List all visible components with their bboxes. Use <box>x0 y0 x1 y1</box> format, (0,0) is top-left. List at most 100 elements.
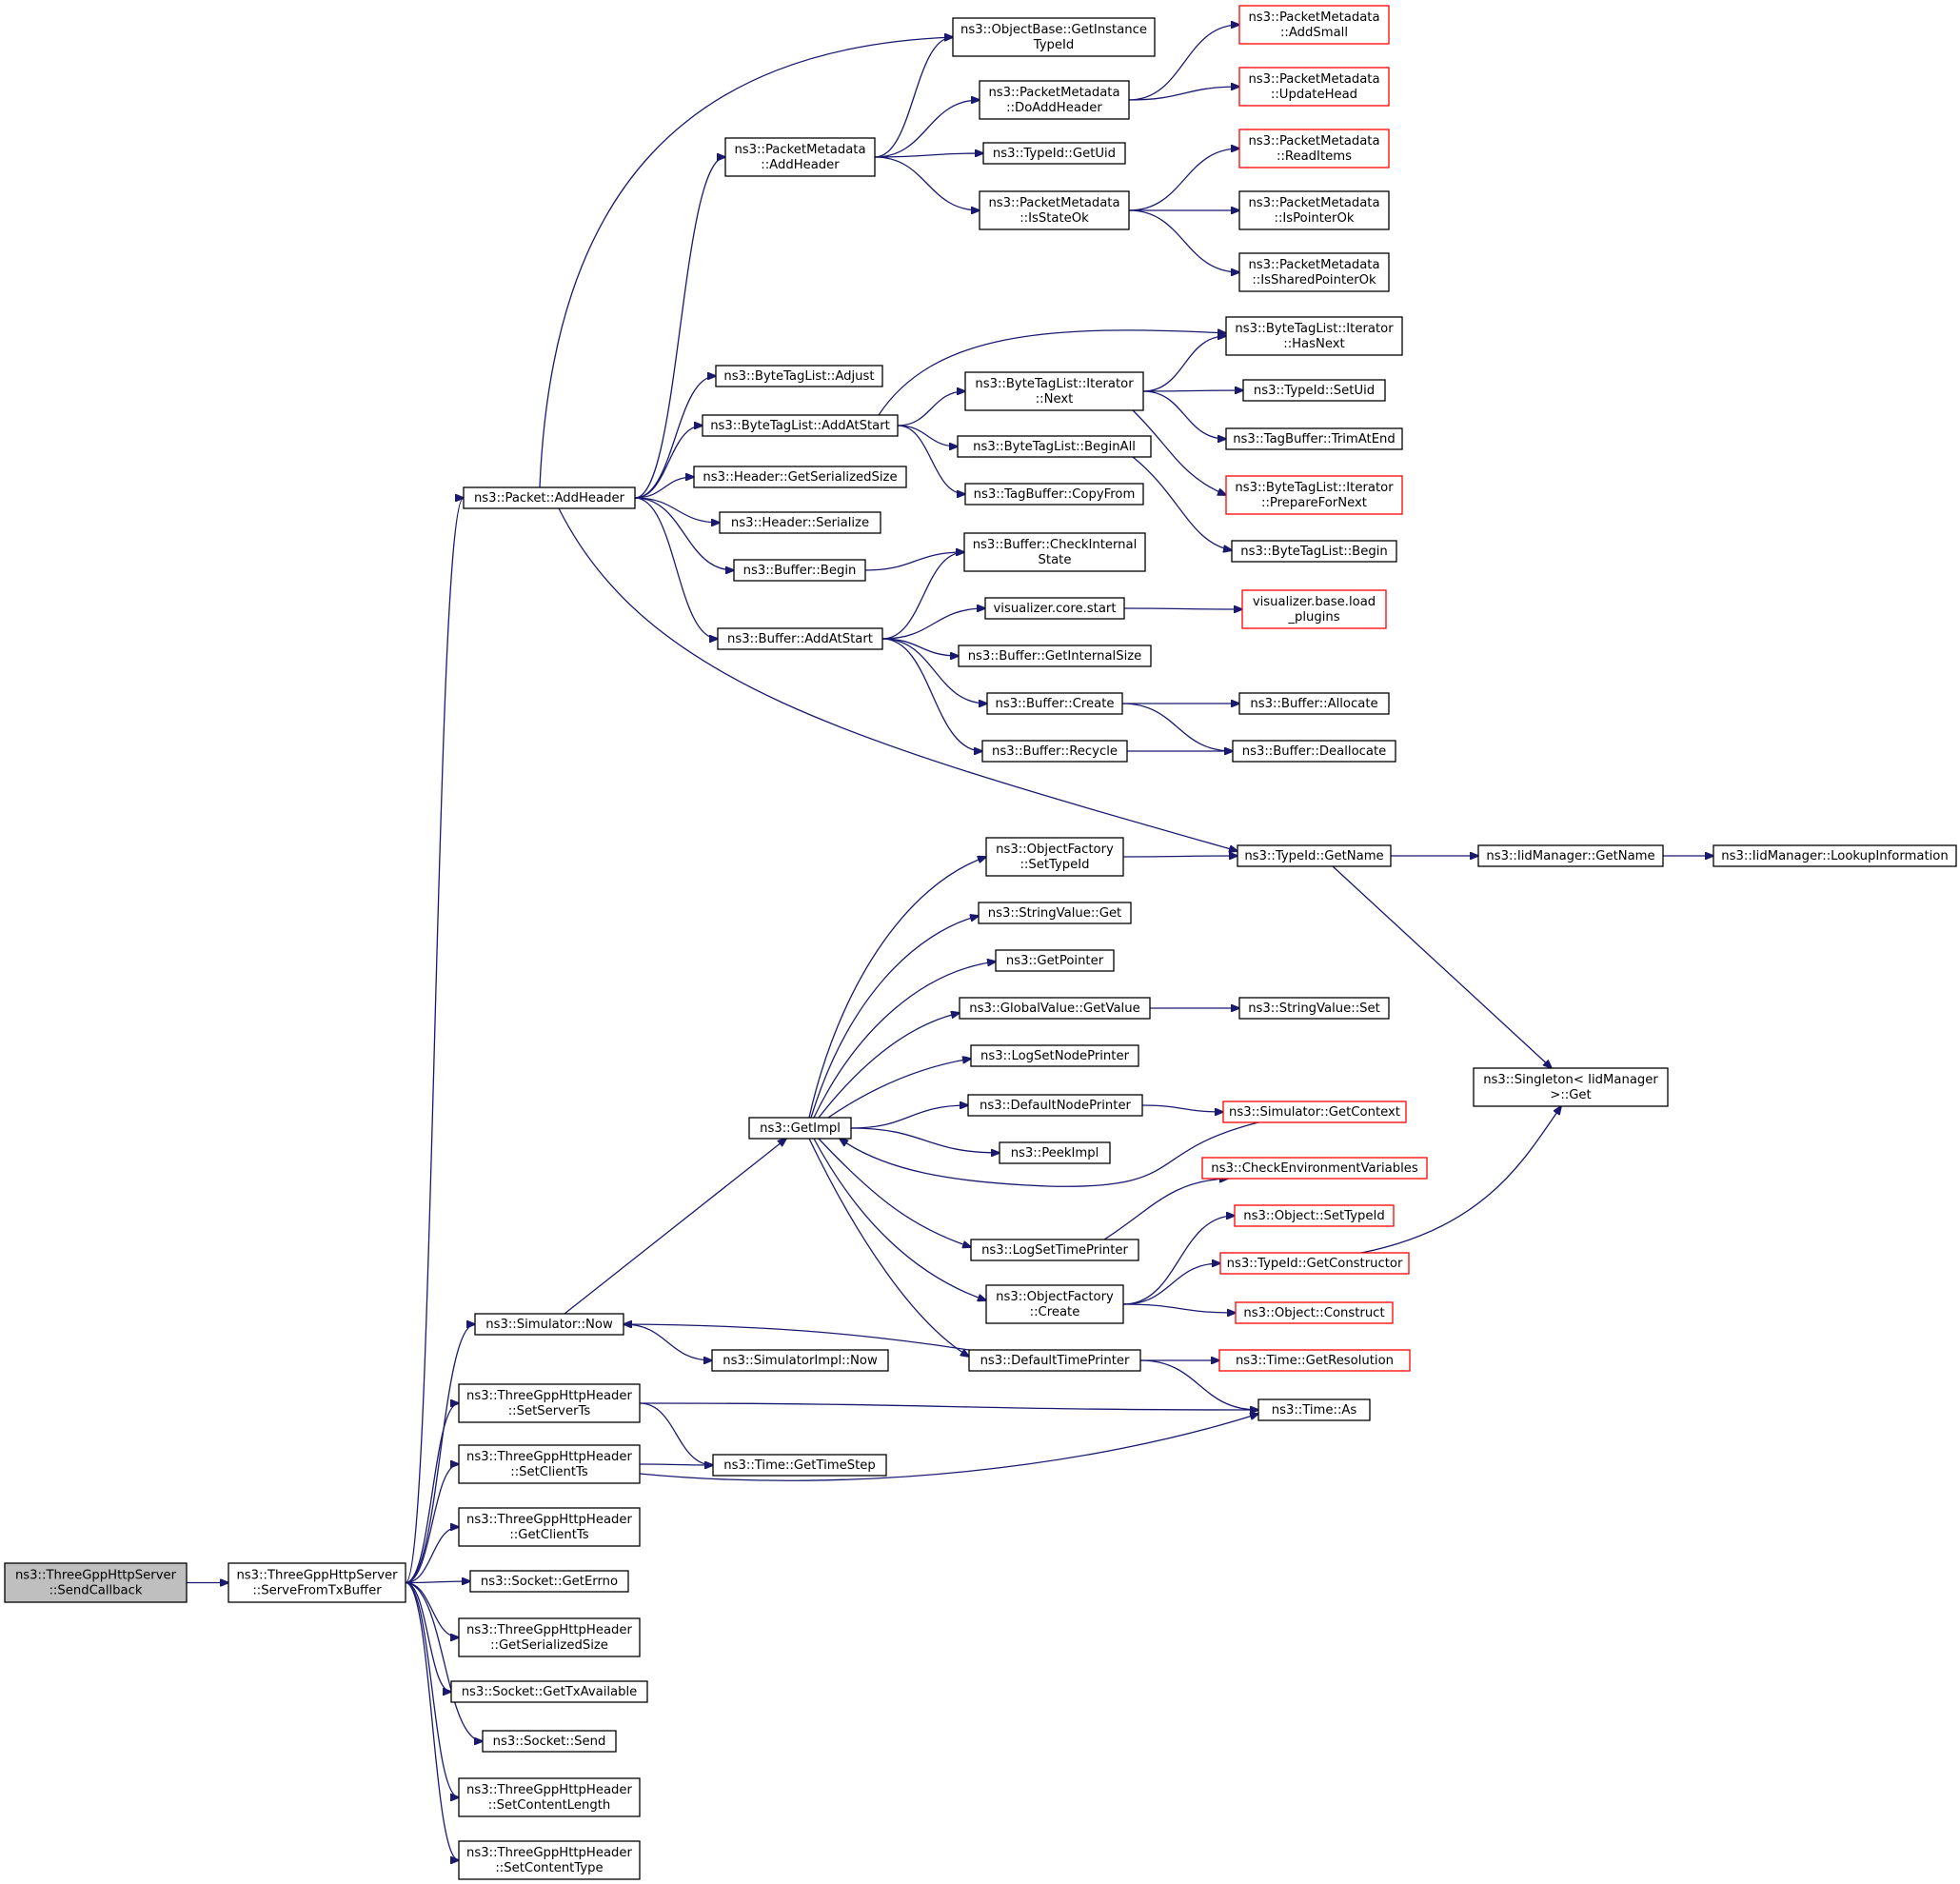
node-n25[interactable]: ns3::Buffer::Begin <box>733 559 866 582</box>
node-n13[interactable]: ns3::ByteTagList::Adjust <box>715 365 883 387</box>
node-n67[interactable]: ns3::Socket::Send <box>482 1730 617 1753</box>
node-label: ns3::Object::Construct <box>1243 1306 1384 1320</box>
node-n15[interactable]: ns3::ByteTagList::Iterator::HasNext <box>1225 316 1403 356</box>
edge-n53-n51 <box>1122 1216 1235 1305</box>
node-n52[interactable]: ns3::TypeId::GetConstructor <box>1219 1252 1410 1275</box>
node-n38[interactable]: ns3::Singleton< IidManager >::Get <box>1473 1067 1669 1107</box>
node-label: ns3::Buffer::Begin <box>743 564 857 578</box>
edge-n57-n60 <box>1139 1359 1258 1410</box>
node-n22[interactable]: ns3::TagBuffer::CopyFrom <box>964 483 1144 506</box>
node-n46[interactable]: ns3::Simulator::GetContext <box>1222 1101 1407 1123</box>
node-n1[interactable]: ns3::ThreeGppHttpServer::ServeFromTxBuff… <box>228 1562 406 1603</box>
node-n69[interactable]: ns3::ThreeGppHttpHeader::SetContentType <box>458 1840 641 1880</box>
node-n49[interactable]: ns3::CheckEnvironmentVariables <box>1201 1157 1428 1180</box>
node-n7[interactable]: ns3::PacketMetadata::UpdateHead <box>1238 67 1390 107</box>
node-n27[interactable]: ns3::Buffer::AddAtStart <box>717 627 883 650</box>
node-n33[interactable]: ns3::Buffer::Recycle <box>981 740 1128 763</box>
node-n8[interactable]: ns3::TypeId::GetUid <box>982 142 1126 165</box>
edge-n5-n6 <box>1128 25 1239 101</box>
node-n4[interactable]: ns3::PacketMetadata::AddHeader <box>724 137 876 177</box>
node-label: ns3::ObjectFactory <box>996 843 1114 857</box>
node-n34[interactable]: ns3::Buffer::Deallocate <box>1232 740 1396 763</box>
node-n30[interactable]: ns3::Buffer::GetInternalSize <box>958 645 1152 667</box>
node-label: ::ReadItems <box>1277 149 1352 164</box>
node-label: ns3::Time::GetTimeStep <box>723 1458 875 1473</box>
node-n2[interactable]: ns3::Packet::AddHeader <box>463 486 636 509</box>
node-label: ns3::Buffer::GetInternalSize <box>968 649 1142 664</box>
node-label: ns3::ThreeGppHttpHeader <box>466 1513 632 1527</box>
node-n59[interactable]: ns3::ThreeGppHttpHeader::SetServerTs <box>458 1383 641 1423</box>
node-n0[interactable]: ns3::ThreeGppHttpServer::SendCallback <box>4 1562 188 1603</box>
node-label: ::IsSharedPointerOk <box>1252 273 1376 288</box>
node-n29[interactable]: visualizer.base.load_plugins <box>1241 589 1387 629</box>
node-n58[interactable]: ns3::Time::GetResolution <box>1218 1349 1411 1372</box>
node-n48[interactable]: ns3::PeekImpl <box>999 1141 1111 1164</box>
node-n65[interactable]: ns3::ThreeGppHttpHeader::GetSerializedSi… <box>458 1617 641 1657</box>
node-n11[interactable]: ns3::PacketMetadata::IsPointerOk <box>1238 190 1390 230</box>
node-n5[interactable]: ns3::PacketMetadata::DoAddHeader <box>979 80 1130 120</box>
node-box <box>733 559 866 582</box>
node-n14[interactable]: ns3::ByteTagList::AddAtStart <box>702 414 899 437</box>
node-n12[interactable]: ns3::PacketMetadata::IsSharedPointerOk <box>1238 252 1390 292</box>
node-n50[interactable]: ns3::LogSetTimePrinter <box>970 1239 1139 1261</box>
node-box <box>1219 1252 1410 1275</box>
node-label: ::AddSmall <box>1280 26 1348 40</box>
node-label: ns3::StringValue::Set <box>1248 1001 1380 1016</box>
node-n35[interactable]: ns3::TypeId::GetName <box>1237 844 1392 867</box>
node-n24[interactable]: ns3::Header::Serialize <box>719 511 881 534</box>
node-n68[interactable]: ns3::ThreeGppHttpHeader::SetContentLengt… <box>458 1777 641 1817</box>
node-n43[interactable]: ns3::StringValue::Set <box>1238 997 1390 1020</box>
node-n61[interactable]: ns3::ThreeGppHttpHeader::SetClientTs <box>458 1444 641 1484</box>
node-n19[interactable]: ns3::ByteTagList::Iterator::PrepareForNe… <box>1225 475 1403 515</box>
node-label: ns3::Buffer::CheckInternal <box>973 538 1138 552</box>
node-box <box>724 137 876 177</box>
node-n47[interactable]: ns3::GetImpl <box>748 1117 852 1140</box>
node-n23[interactable]: ns3::Header::GetSerializedSize <box>693 466 907 488</box>
node-box <box>1241 589 1387 629</box>
node-n57[interactable]: ns3::DefaultTimePrinter <box>968 1349 1141 1372</box>
node-n62[interactable]: ns3::Time::GetTimeStep <box>712 1454 887 1477</box>
node-n21[interactable]: ns3::ByteTagList::Begin <box>1231 540 1397 563</box>
node-n51[interactable]: ns3::Object::SetTypeId <box>1234 1204 1395 1227</box>
node-n28[interactable]: visualizer.core.start <box>984 597 1125 620</box>
node-box <box>719 511 881 534</box>
node-box <box>693 466 907 488</box>
node-n20[interactable]: ns3::ByteTagList::BeginAll <box>957 435 1152 458</box>
node-n37[interactable]: ns3::IidManager::LookupInformation <box>1713 844 1957 867</box>
node-n6[interactable]: ns3::PacketMetadata::AddSmall <box>1238 5 1390 45</box>
edge-n4-n5 <box>874 100 980 158</box>
node-n54[interactable]: ns3::Object::Construct <box>1235 1301 1394 1324</box>
node-n45[interactable]: ns3::DefaultNodePrinter <box>967 1094 1143 1117</box>
node-n63[interactable]: ns3::ThreeGppHttpHeader::GetClientTs <box>458 1507 641 1547</box>
edge-n14-n16 <box>897 391 965 426</box>
node-n36[interactable]: ns3::IidManager::GetName <box>1477 844 1664 867</box>
node-n42[interactable]: ns3::GlobalValue::GetValue <box>959 997 1151 1020</box>
node-label: ::ServeFromTxBuffer <box>252 1584 382 1598</box>
node-n9[interactable]: ns3::PacketMetadata::IsStateOk <box>979 190 1130 230</box>
node-n40[interactable]: ns3::StringValue::Get <box>978 902 1132 924</box>
node-n10[interactable]: ns3::PacketMetadata::ReadItems <box>1238 129 1390 169</box>
node-n16[interactable]: ns3::ByteTagList::Iterator::Next <box>964 371 1144 411</box>
node-box <box>959 997 1151 1020</box>
node-n66[interactable]: ns3::Socket::GetTxAvailable <box>450 1680 648 1703</box>
edge-n52-n38 <box>1360 1106 1561 1254</box>
node-n41[interactable]: ns3::GetPointer <box>995 949 1115 972</box>
node-n64[interactable]: ns3::Socket::GetErrno <box>469 1570 629 1593</box>
node-n17[interactable]: ns3::TypeId::SetUid <box>1242 379 1386 402</box>
node-n32[interactable]: ns3::Buffer::Allocate <box>1238 692 1390 715</box>
node-n31[interactable]: ns3::Buffer::Create <box>986 692 1123 715</box>
node-box <box>1237 844 1392 867</box>
node-n56[interactable]: ns3::SimulatorImpl::Now <box>711 1349 889 1372</box>
node-label: ns3::Packet::AddHeader <box>474 491 625 506</box>
node-n39[interactable]: ns3::ObjectFactory::SetTypeId <box>985 837 1124 877</box>
node-n44[interactable]: ns3::LogSetNodePrinter <box>970 1044 1139 1067</box>
node-n60[interactable]: ns3::Time::As <box>1257 1398 1371 1421</box>
node-n18[interactable]: ns3::TagBuffer::TrimAtEnd <box>1225 427 1403 450</box>
node-n55[interactable]: ns3::Simulator::Now <box>474 1313 624 1336</box>
node-box <box>228 1562 406 1603</box>
node-n53[interactable]: ns3::ObjectFactory::Create <box>985 1284 1124 1324</box>
node-label: ns3::Header::Serialize <box>731 516 869 530</box>
node-label: ns3::CheckEnvironmentVariables <box>1211 1161 1418 1176</box>
